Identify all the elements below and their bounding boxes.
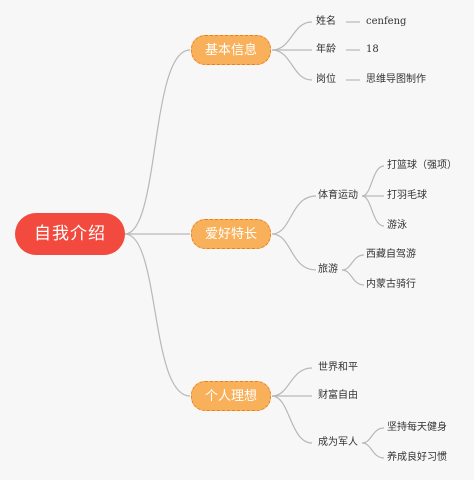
connector-travel-tibet	[341, 254, 365, 271]
node-basketball[interactable]: 打篮球（强项）	[387, 160, 457, 171]
node-good-habits[interactable]: 养成良好习惯	[387, 452, 447, 463]
node-badminton[interactable]: 打羽毛球	[387, 190, 427, 201]
connector-basic-role	[271, 49, 313, 81]
connector-sports-swim	[361, 195, 385, 227]
connector-hobby-travel	[271, 233, 317, 271]
node-name-value[interactable]: cenfeng	[366, 16, 407, 27]
node-mongolia-ride[interactable]: 内蒙古骑行	[366, 279, 416, 290]
node-financial-freedom[interactable]: 财富自由	[318, 390, 358, 401]
node-daily-fitness[interactable]: 坚持每天健身	[387, 422, 447, 433]
node-tibet-trip[interactable]: 西藏自驾游	[366, 249, 416, 260]
connector-ideal-soldier	[271, 395, 313, 444]
connector-soldier-fitness	[361, 427, 385, 444]
connector-hobby-sports	[271, 195, 317, 235]
connector-ideal-peace	[271, 367, 313, 397]
branch-ideals[interactable]: 个人理想	[191, 381, 271, 411]
connector-sports-basketball	[361, 165, 385, 197]
root-node[interactable]: 自我介绍	[15, 213, 125, 255]
connector-soldier-habit	[361, 442, 385, 459]
node-soldier[interactable]: 成为军人	[318, 437, 358, 448]
node-swimming[interactable]: 游泳	[387, 220, 407, 231]
node-age-value[interactable]: 18	[366, 44, 379, 55]
connector-root-basic	[124, 49, 191, 235]
node-world-peace[interactable]: 世界和平	[318, 362, 358, 373]
branch-hobbies[interactable]: 爱好特长	[191, 219, 271, 249]
node-role-value[interactable]: 思维导图制作	[366, 74, 426, 85]
node-travel[interactable]: 旅游	[318, 264, 338, 275]
connector-travel-mongolia	[341, 269, 365, 286]
node-name-label[interactable]: 姓名	[316, 16, 336, 27]
node-role-label[interactable]: 岗位	[316, 74, 336, 85]
branch-basic-info[interactable]: 基本信息	[191, 35, 271, 65]
node-age-label[interactable]: 年龄	[316, 44, 336, 55]
connector-root-ideal	[124, 233, 191, 397]
connector-basic-name	[271, 21, 313, 51]
node-sports[interactable]: 体育运动	[318, 190, 358, 201]
